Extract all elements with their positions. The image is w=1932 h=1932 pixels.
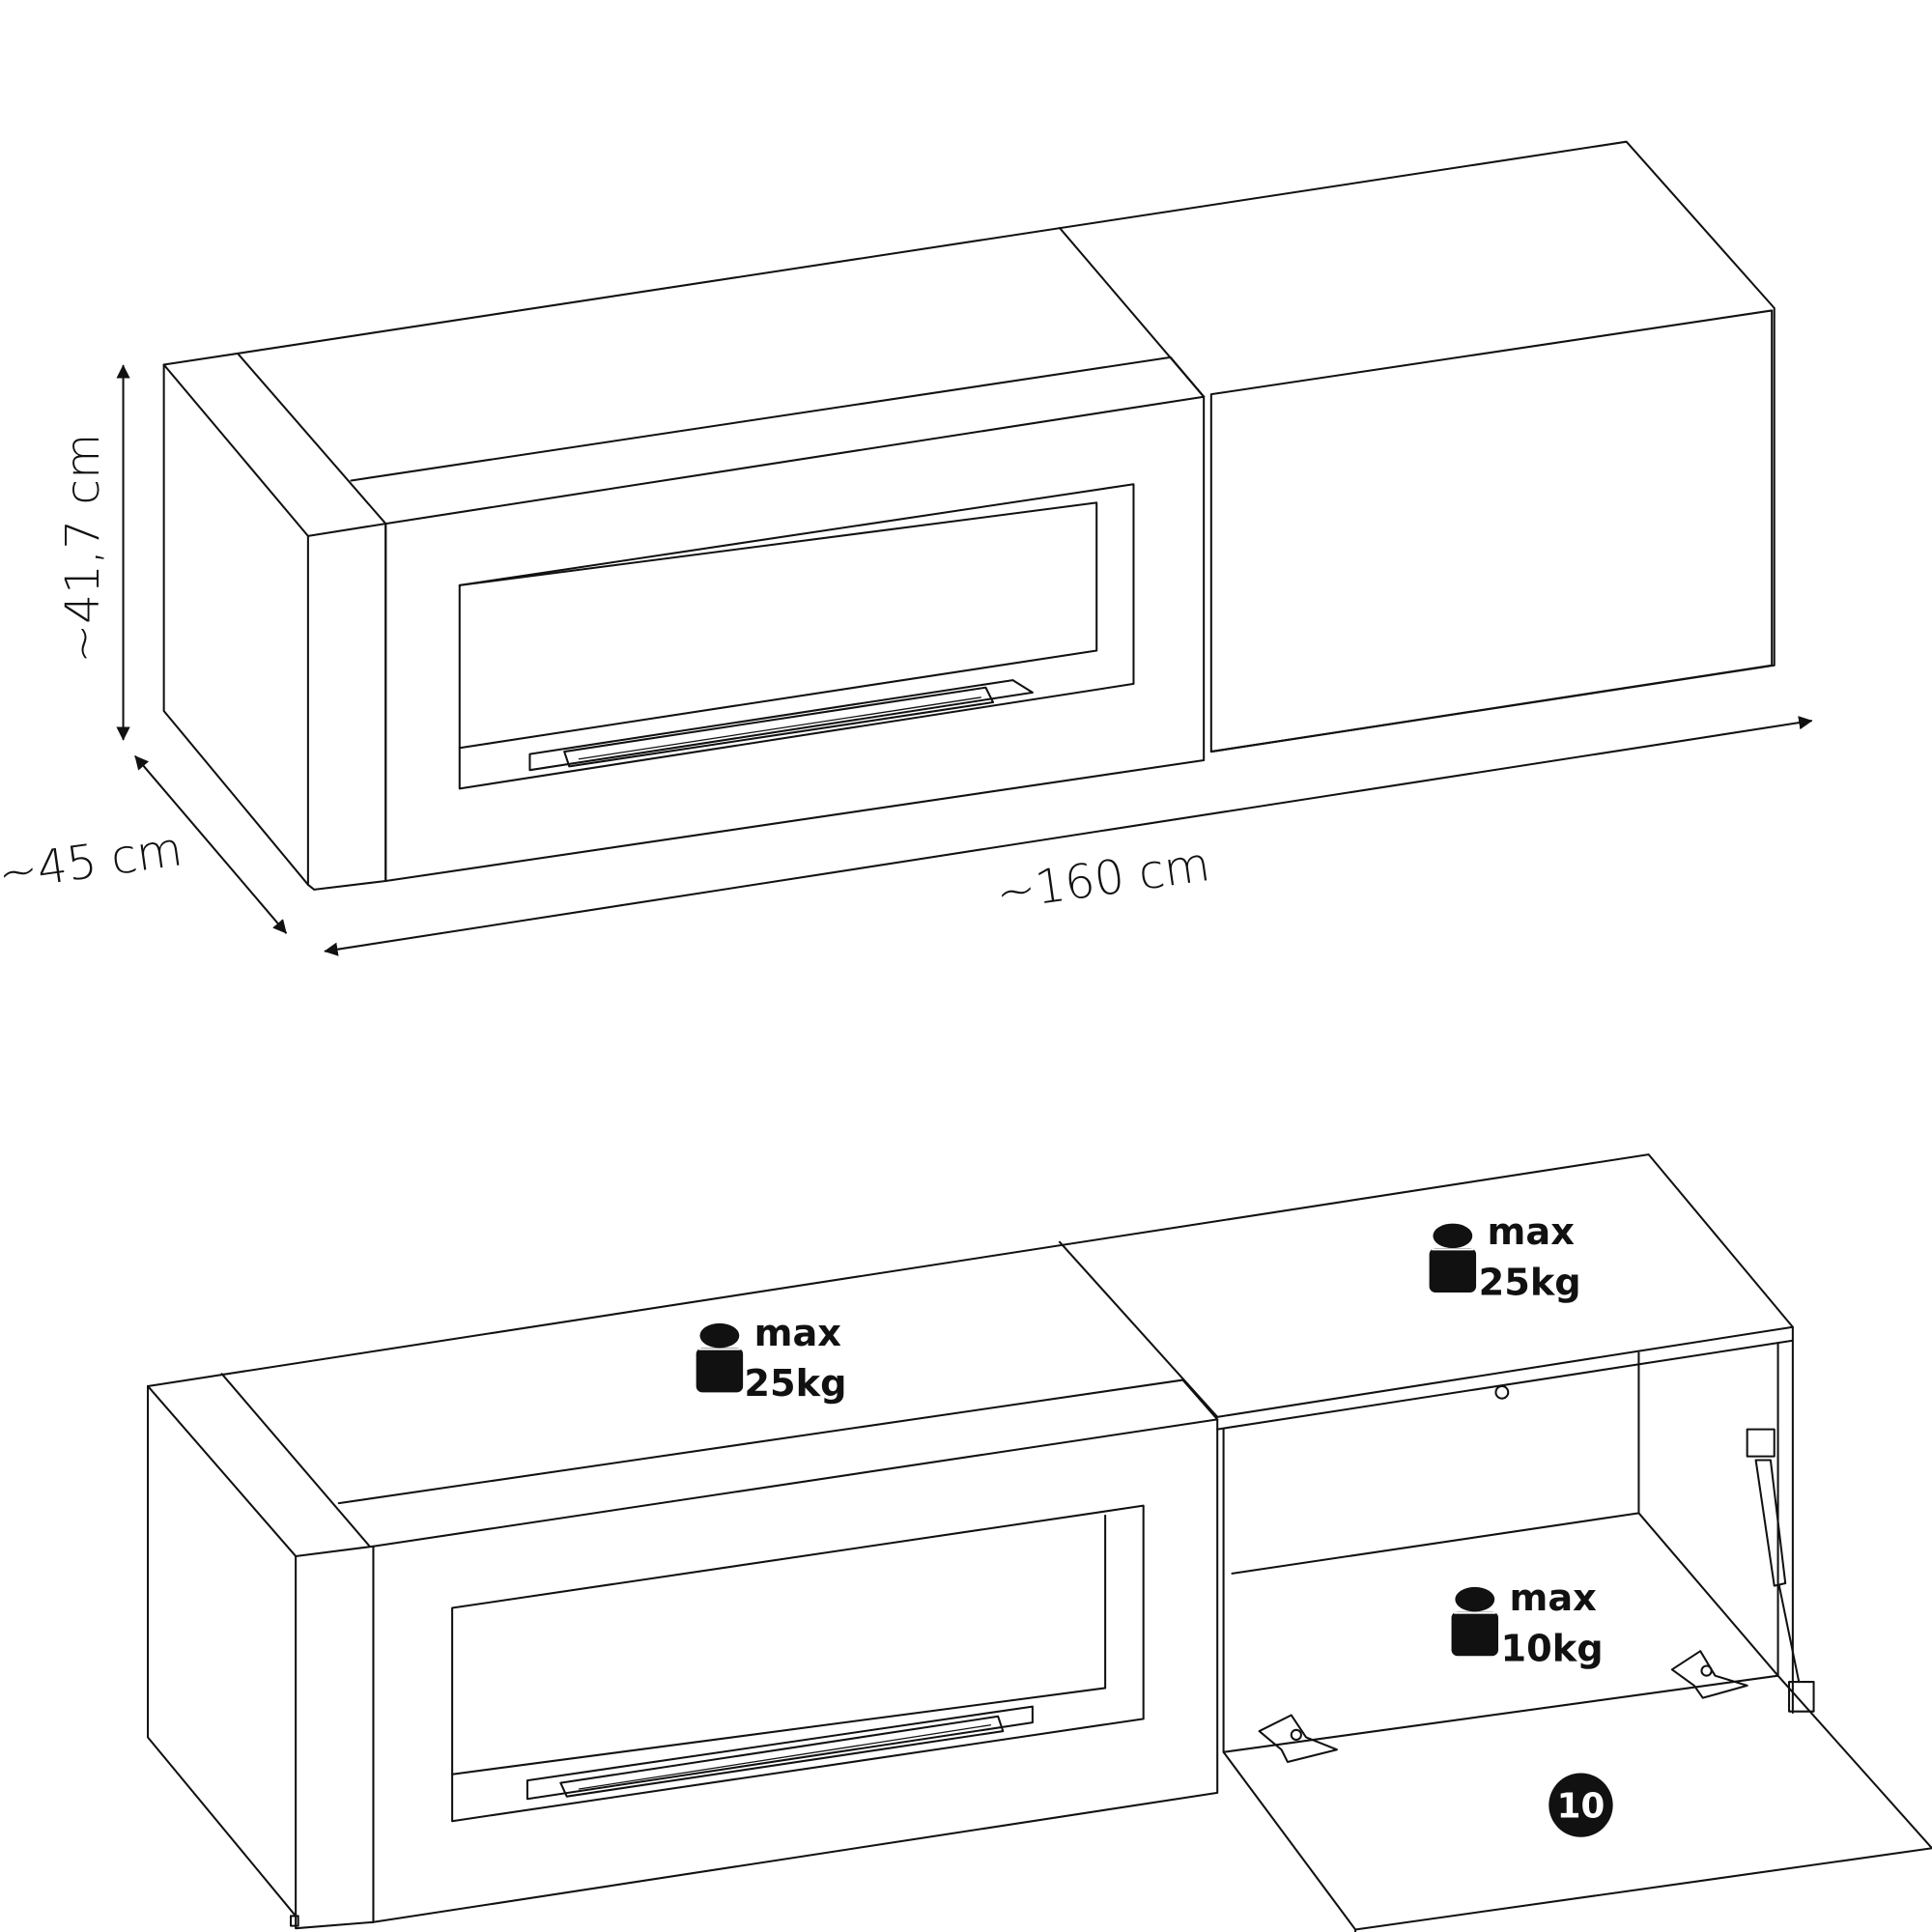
load-label-value: 25kg (744, 1362, 846, 1406)
cabinet-open-outline (147, 1153, 1932, 1932)
load-limit-top-left: max 25kg (695, 1312, 846, 1406)
hinge-right (1670, 1650, 1748, 1699)
dimension-arrows (116, 364, 1813, 956)
depth-label: ~45 cm (0, 822, 185, 901)
weight-icon (1428, 1222, 1478, 1293)
cabinet-dimensioned-view: ~41,7 cm ~45 cm ~160 cm (0, 140, 1813, 956)
load-label-max: max (1510, 1577, 1598, 1620)
gas-strut (1746, 1428, 1815, 1713)
width-label: ~160 cm (993, 838, 1213, 921)
load-label-max: max (1488, 1210, 1576, 1254)
load-label-max: max (754, 1312, 842, 1355)
weight-icon (695, 1321, 745, 1394)
load-label-value: 10kg (1501, 1627, 1604, 1670)
width-arrow (324, 716, 1813, 956)
height-label: ~41,7 cm (56, 434, 110, 664)
part-number-badge: 10 (1548, 1773, 1613, 1837)
part-number: 10 (1557, 1786, 1605, 1826)
cabinet-load-view: max 25kg max 25kg max 10kg 10 (147, 1153, 1932, 1932)
cabinet-outline (162, 140, 1776, 891)
shelf-pin (1494, 1384, 1510, 1400)
depth-arrow (134, 755, 287, 934)
load-label-value: 25kg (1479, 1262, 1581, 1305)
hinge-left (1258, 1714, 1338, 1763)
load-limit-shelf: max 10kg (1450, 1577, 1604, 1670)
load-limit-top-right: max 25kg (1428, 1210, 1581, 1305)
weight-icon (1450, 1585, 1499, 1658)
